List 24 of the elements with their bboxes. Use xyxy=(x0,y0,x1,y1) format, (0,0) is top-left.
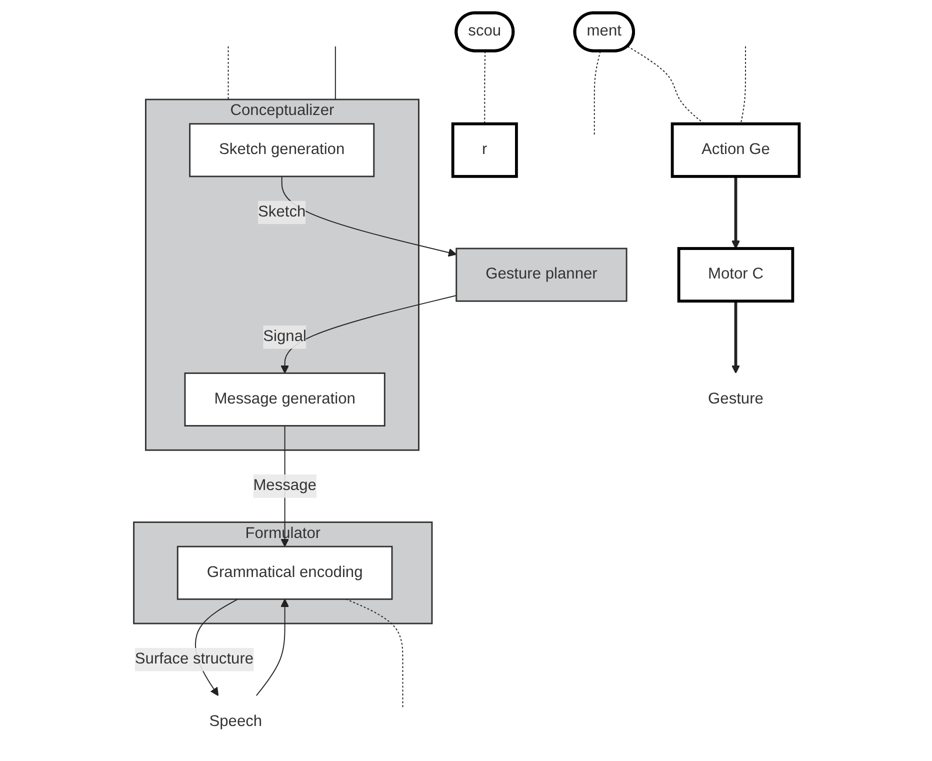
edge-label: Surface structure xyxy=(134,650,254,668)
connector xyxy=(227,46,228,100)
arrow xyxy=(730,176,740,249)
arrow xyxy=(730,301,740,374)
node-box: r xyxy=(450,122,518,178)
connector xyxy=(484,50,486,124)
connector xyxy=(593,50,600,136)
node-box: Action Ge xyxy=(670,122,800,178)
connector xyxy=(626,46,704,124)
edge-label: Signal xyxy=(262,328,306,345)
arrow xyxy=(280,176,456,257)
node-box: Grammatical encoding xyxy=(176,546,392,600)
arrow xyxy=(255,598,289,696)
connector xyxy=(334,46,336,100)
node-text: Gesture xyxy=(708,390,763,408)
node-box: Sketch generation xyxy=(188,123,374,178)
edge-label: Sketch xyxy=(258,204,306,220)
arrow xyxy=(280,295,456,374)
connector xyxy=(740,46,746,124)
node-text: Speech xyxy=(208,713,262,730)
node-box: Motor C xyxy=(676,247,794,303)
node-box: Message generation xyxy=(184,372,385,427)
node-box: Gesture planner xyxy=(455,248,627,302)
edge-label: Message xyxy=(252,477,316,494)
